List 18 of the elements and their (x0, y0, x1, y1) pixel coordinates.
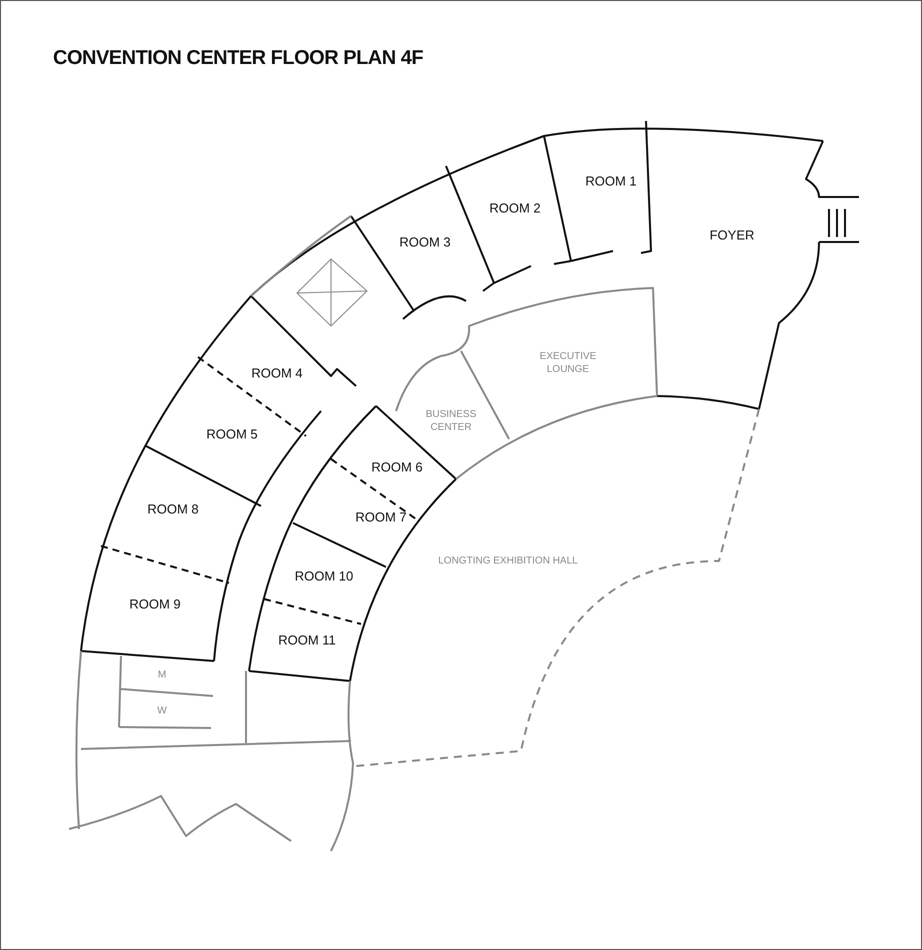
room-label: LONGTING EXHIBITION HALL (437, 554, 579, 568)
room-label: FOYER (710, 228, 754, 242)
room-label: ROOM 11 (278, 632, 336, 648)
room-label: EXECUTIVE LOUNGE (538, 350, 598, 376)
room-label: ROOM 2 (489, 200, 541, 216)
room-label: ROOM 9 (129, 596, 181, 612)
room-label: BUSINESS CENTER (424, 408, 478, 434)
room-label: ROOM 5 (206, 426, 258, 442)
room-label: ROOM 7 (355, 510, 407, 524)
room-label: ROOM 4 (251, 366, 303, 380)
plan-title: CONVENTION CENTER FLOOR PLAN 4F (53, 47, 424, 70)
room-label: ROOM 6 (371, 460, 423, 474)
room-label: ROOM 10 (294, 568, 354, 584)
room-label: ROOM 8 (147, 502, 199, 516)
room-label: ROOM 3 (399, 234, 451, 250)
room-label: ROOM 1 (585, 174, 637, 188)
room-label: W (156, 704, 168, 718)
room-label: M (156, 668, 168, 682)
